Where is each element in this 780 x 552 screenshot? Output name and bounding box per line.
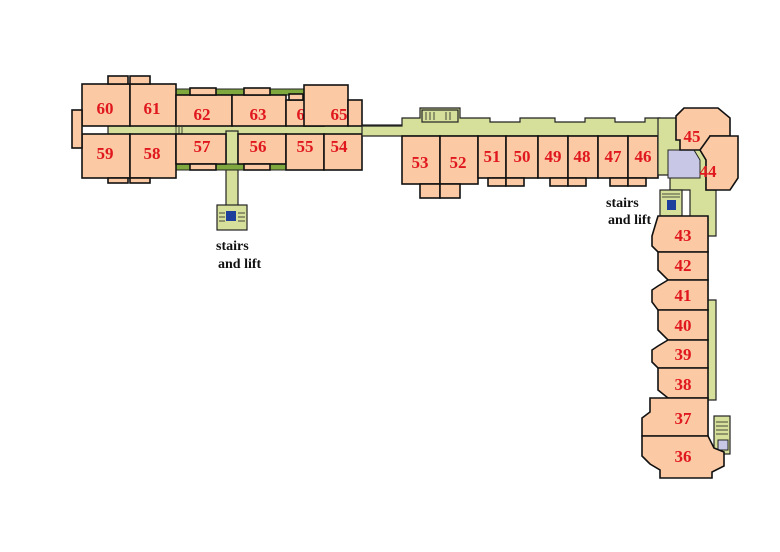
unit-60[interactable]: 60 bbox=[81, 75, 131, 127]
svg-text:60: 60 bbox=[97, 99, 114, 118]
unit-37[interactable]: 37 bbox=[641, 397, 709, 437]
svg-text:62: 62 bbox=[194, 105, 211, 124]
unit-56[interactable]: 56 bbox=[237, 133, 287, 171]
svg-text:63: 63 bbox=[250, 105, 267, 124]
unit-55[interactable]: 55 bbox=[285, 133, 325, 171]
unit-47[interactable]: 47 bbox=[597, 135, 629, 187]
unit-57[interactable]: 57 bbox=[175, 133, 227, 171]
svg-text:55: 55 bbox=[297, 137, 314, 156]
central-stair-marker bbox=[421, 109, 459, 123]
svg-text:58: 58 bbox=[144, 144, 161, 163]
unit-43[interactable]: 43 bbox=[651, 215, 709, 253]
svg-text:50: 50 bbox=[514, 147, 531, 166]
svg-text:42: 42 bbox=[675, 256, 692, 275]
svg-text:54: 54 bbox=[331, 137, 349, 156]
svg-text:36: 36 bbox=[675, 447, 692, 466]
svg-text:stairs: stairs bbox=[216, 239, 249, 254]
unit-58[interactable]: 58 bbox=[129, 133, 177, 184]
svg-text:56: 56 bbox=[250, 137, 267, 156]
svg-text:53: 53 bbox=[412, 153, 429, 172]
east-lift-icon bbox=[667, 200, 676, 210]
east-lobby bbox=[667, 149, 701, 179]
svg-text:45: 45 bbox=[684, 127, 701, 146]
unit-46[interactable]: 46 bbox=[627, 135, 659, 187]
unit-38[interactable]: 38 bbox=[657, 367, 709, 399]
unit-45[interactable]: 45 bbox=[675, 107, 731, 151]
unit-42[interactable]: 42 bbox=[657, 251, 709, 281]
unit-40[interactable]: 40 bbox=[657, 309, 709, 341]
svg-text:59: 59 bbox=[97, 144, 114, 163]
west-stair-block bbox=[216, 204, 248, 231]
svg-text:44: 44 bbox=[700, 162, 718, 181]
east-stair-block bbox=[659, 189, 683, 217]
svg-text:39: 39 bbox=[675, 345, 692, 364]
svg-text:37: 37 bbox=[675, 409, 693, 428]
unit-54[interactable]: 54 bbox=[323, 133, 363, 171]
svg-text:47: 47 bbox=[605, 147, 623, 166]
unit-44[interactable]: 44 bbox=[699, 135, 739, 191]
svg-text:57: 57 bbox=[194, 137, 212, 156]
unit-49[interactable]: 49 bbox=[537, 135, 569, 187]
unit-48[interactable]: 48 bbox=[567, 135, 599, 187]
unit-53[interactable]: 53 bbox=[401, 135, 441, 199]
central-corridor bbox=[361, 107, 661, 137]
west-stairs-label: stairs and lift bbox=[216, 239, 262, 272]
unit-50[interactable]: 50 bbox=[505, 135, 539, 187]
svg-text:stairs: stairs bbox=[606, 196, 639, 211]
svg-text:41: 41 bbox=[675, 286, 692, 305]
unit-52[interactable]: 52 bbox=[439, 135, 479, 199]
west-corridor-stair-marker bbox=[175, 127, 183, 134]
svg-text:38: 38 bbox=[675, 375, 692, 394]
svg-text:46: 46 bbox=[635, 147, 652, 166]
svg-text:and lift: and lift bbox=[218, 257, 262, 272]
svg-text:61: 61 bbox=[144, 99, 161, 118]
unit-36[interactable]: 36 bbox=[641, 435, 725, 479]
unit-65[interactable]: 65 bbox=[303, 84, 363, 127]
east-stairs-label: stairs and lift bbox=[606, 196, 652, 228]
unit-41[interactable]: 41 bbox=[651, 279, 709, 311]
unit-59[interactable]: 59 bbox=[81, 133, 131, 184]
svg-text:65: 65 bbox=[331, 105, 348, 124]
svg-text:51: 51 bbox=[484, 147, 501, 166]
svg-text:48: 48 bbox=[574, 147, 591, 166]
svg-text:and lift: and lift bbox=[608, 213, 652, 228]
unit-39[interactable]: 39 bbox=[651, 339, 709, 369]
unit-63[interactable]: 63 bbox=[231, 87, 287, 127]
svg-text:43: 43 bbox=[675, 226, 692, 245]
unit-51[interactable]: 51 bbox=[477, 135, 507, 187]
west-lift-icon bbox=[226, 211, 236, 221]
svg-text:40: 40 bbox=[675, 316, 692, 335]
svg-text:49: 49 bbox=[545, 147, 562, 166]
west-end-ledge bbox=[71, 109, 83, 149]
unit-61[interactable]: 61 bbox=[129, 75, 177, 127]
svg-text:52: 52 bbox=[450, 153, 467, 172]
